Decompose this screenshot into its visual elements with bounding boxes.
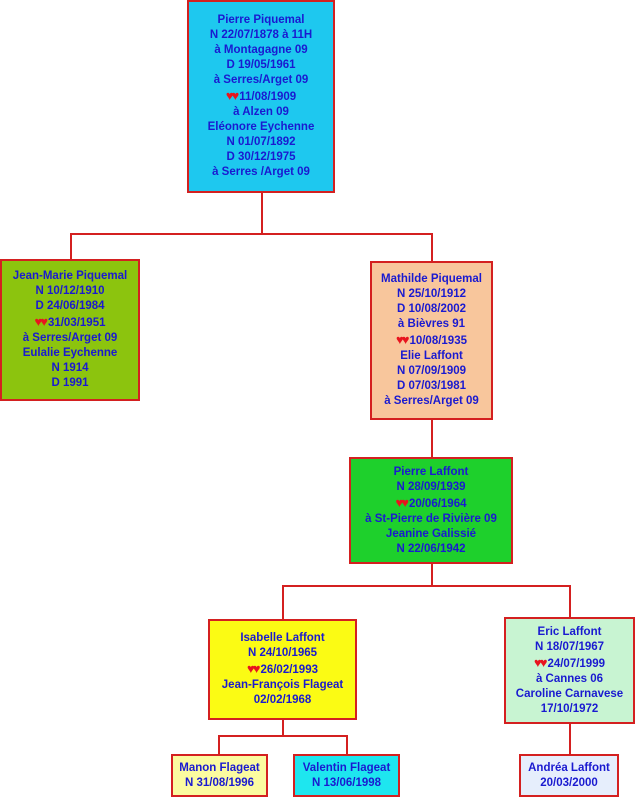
person-detail: N 28/09/1939: [396, 480, 466, 493]
person-detail: à Bièvres 91: [397, 318, 466, 330]
person-detail: N 31/08/1996: [184, 776, 255, 789]
marriage-date: ♥♥10/08/1935: [396, 332, 467, 347]
person-detail: N 25/10/1912: [396, 288, 467, 300]
two-hearts-icon: ♥♥: [534, 654, 548, 670]
two-hearts-icon: ♥♥: [247, 661, 261, 676]
person-detail: N 10/12/1910: [35, 285, 105, 297]
person-detail: N 18/07/1967: [534, 640, 605, 653]
marriage-date: ♥♥26/02/1993: [247, 661, 318, 676]
marriage-date: ♥♥24/07/1999: [534, 654, 605, 670]
person-detail: N 13/06/1998: [311, 776, 382, 789]
person-name: Valentin Flageat: [302, 761, 391, 774]
person-detail: N 22/07/1878 à 11H: [209, 29, 313, 41]
person-box-eric-laffont[interactable]: Eric Laffont N 18/07/1967♥♥24/07/1999 à Ca…: [504, 617, 635, 724]
person-name: Andréa Laffont: [528, 761, 610, 774]
connector: [261, 192, 263, 235]
connector: [431, 419, 433, 458]
person-box-pierre-piquemal[interactable]: Pierre Piquemal N 22/07/1878 à 11H à Monta…: [187, 0, 335, 193]
connector: [431, 233, 433, 262]
connector: [70, 233, 72, 260]
person-box-pierre-laffont[interactable]: Pierre Laffont N 28/09/1939♥♥20/06/1964 à …: [349, 457, 513, 564]
person-detail: Eulalie Eychenne: [22, 347, 118, 359]
person-box-manon-flageat[interactable]: Manon Flageat N 31/08/1996: [171, 754, 268, 797]
connector: [70, 233, 433, 235]
two-hearts-icon: ♥♥: [34, 314, 49, 329]
person-detail: D 1991: [51, 377, 89, 389]
person-name: Manon Flageat: [179, 761, 260, 774]
person-detail: 02/02/1968: [253, 694, 312, 706]
person-detail: à Alzen 09: [233, 106, 289, 118]
person-name: Pierre Laffont: [393, 465, 469, 478]
person-detail: N 1914: [51, 362, 89, 374]
person-detail: D 24/06/1984: [35, 300, 105, 312]
person-detail: à Serres/Arget 09: [384, 395, 479, 407]
two-hearts-icon: ♥♥: [395, 494, 410, 510]
person-detail: à Serres /Arget 09: [212, 166, 310, 178]
person-detail: à Serres/Arget 09: [213, 74, 309, 86]
person-name: Eric Laffont: [537, 625, 602, 638]
person-detail: à Cannes 06: [535, 672, 604, 685]
person-box-isabelle-laffont[interactable]: Isabelle Laffont N 24/10/1965 ♥♥26/02/1993…: [208, 619, 357, 720]
two-hearts-icon: ♥♥: [225, 88, 240, 103]
connector: [282, 585, 284, 620]
person-detail: Caroline Carnavese: [515, 687, 624, 700]
person-detail: 17/10/1972: [540, 702, 599, 715]
person-detail: Elie Laffont: [400, 350, 463, 362]
person-name: Isabelle Laffont: [240, 632, 325, 644]
person-detail: à St-Pierre de Rivière 09: [365, 512, 497, 525]
person-name: Jean-Marie Piquemal: [12, 270, 128, 282]
connector: [218, 735, 220, 755]
person-name: Pierre Piquemal: [217, 14, 305, 26]
person-box-andrea-laffont[interactable]: Andréa Laffont 20/03/2000: [519, 754, 619, 797]
person-detail: à Montagagne 09: [214, 44, 308, 56]
two-hearts-icon: ♥♥: [396, 332, 410, 347]
person-detail: Eléonore Eychenne: [207, 121, 315, 133]
person-detail: Jeanine Galissié: [385, 527, 477, 540]
person-box-mathilde-piquemal[interactable]: Mathilde Piquemal N 25/10/1912 D 10/08/200…: [370, 261, 493, 420]
person-detail: à Serres/Arget 09: [22, 332, 118, 344]
person-name: Mathilde Piquemal: [381, 273, 482, 285]
person-detail: 20/03/2000: [540, 776, 598, 789]
person-detail: N 01/07/1892: [226, 136, 296, 148]
person-detail: N 07/09/1909: [396, 365, 467, 377]
person-detail: N 24/10/1965: [247, 647, 318, 659]
connector: [346, 735, 348, 755]
person-detail: D 19/05/1961: [226, 59, 296, 71]
connector: [431, 563, 433, 587]
person-detail: D 30/12/1975: [226, 151, 296, 163]
marriage-date: ♥♥20/06/1964: [395, 494, 467, 510]
connector: [218, 735, 348, 737]
marriage-date: ♥♥31/03/1951: [34, 314, 106, 329]
connector: [282, 719, 284, 737]
person-box-valentin-flageat[interactable]: Valentin Flageat N 13/06/1998: [293, 754, 400, 797]
person-box-jean-marie-piquemal[interactable]: Jean-Marie Piquemal N 10/12/1910 D 24/06/1…: [0, 259, 140, 401]
connector: [282, 585, 571, 587]
person-detail: N 22/06/1942: [396, 542, 466, 555]
person-detail: D 07/03/1981: [396, 380, 467, 392]
person-detail: Jean-François Flageat: [221, 679, 344, 691]
connector: [569, 585, 571, 618]
connector: [569, 723, 571, 755]
person-detail: D 10/08/2002: [396, 303, 467, 315]
marriage-date: ♥♥11/08/1909: [225, 88, 297, 103]
